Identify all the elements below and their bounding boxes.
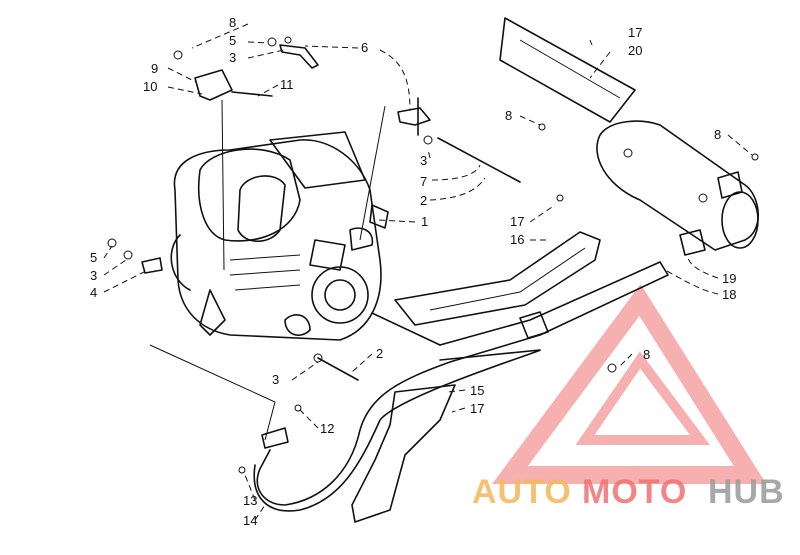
- watermark-hub: HUB: [708, 473, 785, 511]
- lower-bracket: [238, 404, 302, 474]
- heat-shield-top: [499, 17, 636, 123]
- watermark-moto: MOTO: [582, 473, 687, 511]
- bracket-6: [397, 97, 431, 136]
- callout-18: 18: [722, 287, 736, 302]
- callout-labels: 8 5 3 9 10 11 6 17 20 8 8 3 7 2 1 17 16 …: [90, 15, 736, 528]
- callout-16: 16: [510, 232, 524, 247]
- callout-5-left: 5: [90, 250, 97, 265]
- callout-14: 14: [243, 513, 257, 528]
- heat-shield-lower: [351, 384, 456, 523]
- watermark-auto: AUTO: [472, 473, 572, 511]
- callout-3-mid: 3: [420, 153, 427, 168]
- callout-15: 15: [470, 383, 484, 398]
- callout-3-upper: 3: [229, 50, 236, 65]
- watermark-wordmark: AUTO MOTO HUB: [472, 473, 785, 511]
- leader-lines: [103, 23, 753, 521]
- callout-17-top: 17: [628, 25, 642, 40]
- callout-6: 6: [361, 40, 368, 55]
- callout-8-upper: 8: [229, 15, 236, 30]
- callout-8-pipe: 8: [643, 347, 650, 362]
- callout-1: 1: [421, 214, 428, 229]
- heat-shield-mid: [394, 194, 601, 326]
- callout-13: 13: [243, 493, 257, 508]
- left-mount: [107, 238, 163, 274]
- engine-assembly: [170, 131, 389, 341]
- callout-5-upper: 5: [229, 33, 236, 48]
- callout-20: 20: [628, 43, 642, 58]
- callout-8-muffler-left: 8: [505, 108, 512, 123]
- engine-bracket: [173, 50, 273, 101]
- callout-3-left: 3: [90, 268, 97, 283]
- callout-7: 7: [420, 174, 427, 189]
- callout-11: 11: [280, 77, 294, 92]
- rod-upper: [423, 135, 521, 183]
- callout-10: 10: [143, 79, 157, 94]
- muffler: [538, 120, 759, 256]
- callout-17-lower: 17: [470, 401, 484, 416]
- watermark-logo: [492, 284, 767, 484]
- upper-mount: [267, 36, 319, 69]
- callout-17-mid: 17: [510, 214, 524, 229]
- callout-19: 19: [722, 271, 736, 286]
- callout-2-lower: 2: [376, 346, 383, 361]
- callout-3-lower: 3: [272, 372, 279, 387]
- callout-9: 9: [151, 61, 158, 76]
- callout-12: 12: [320, 421, 334, 436]
- callout-8-muffler-right: 8: [714, 127, 721, 142]
- exhaust-pipe: [253, 261, 669, 512]
- callout-4: 4: [90, 285, 97, 300]
- callout-2-upper: 2: [420, 193, 427, 208]
